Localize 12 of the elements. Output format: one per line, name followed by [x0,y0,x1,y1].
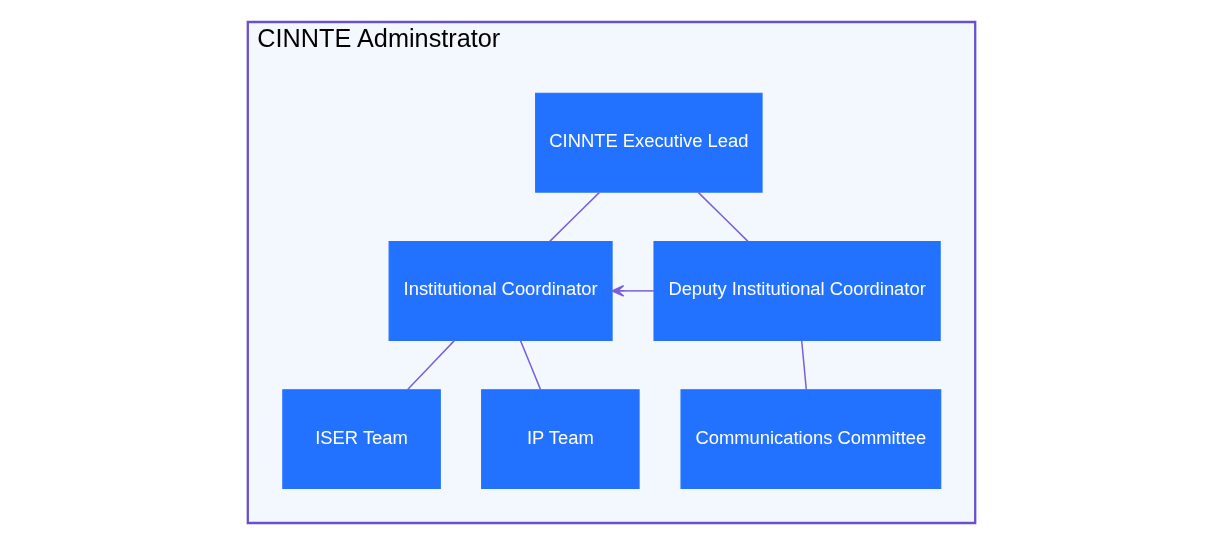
connector [519,339,542,391]
connector [800,339,808,391]
node-box: CINNTE Executive Lead [535,92,763,193]
node-box: IP Team [481,389,640,490]
connector [697,191,749,243]
node-box: Institutional Coordinator [388,240,613,341]
connector [406,339,456,391]
node-box: ISER Team [282,389,441,490]
node-box: Communications Committee [680,389,942,490]
arrow [611,284,655,297]
connector [549,191,601,243]
node-box: Deputy Institutional Coordinator [653,240,941,341]
